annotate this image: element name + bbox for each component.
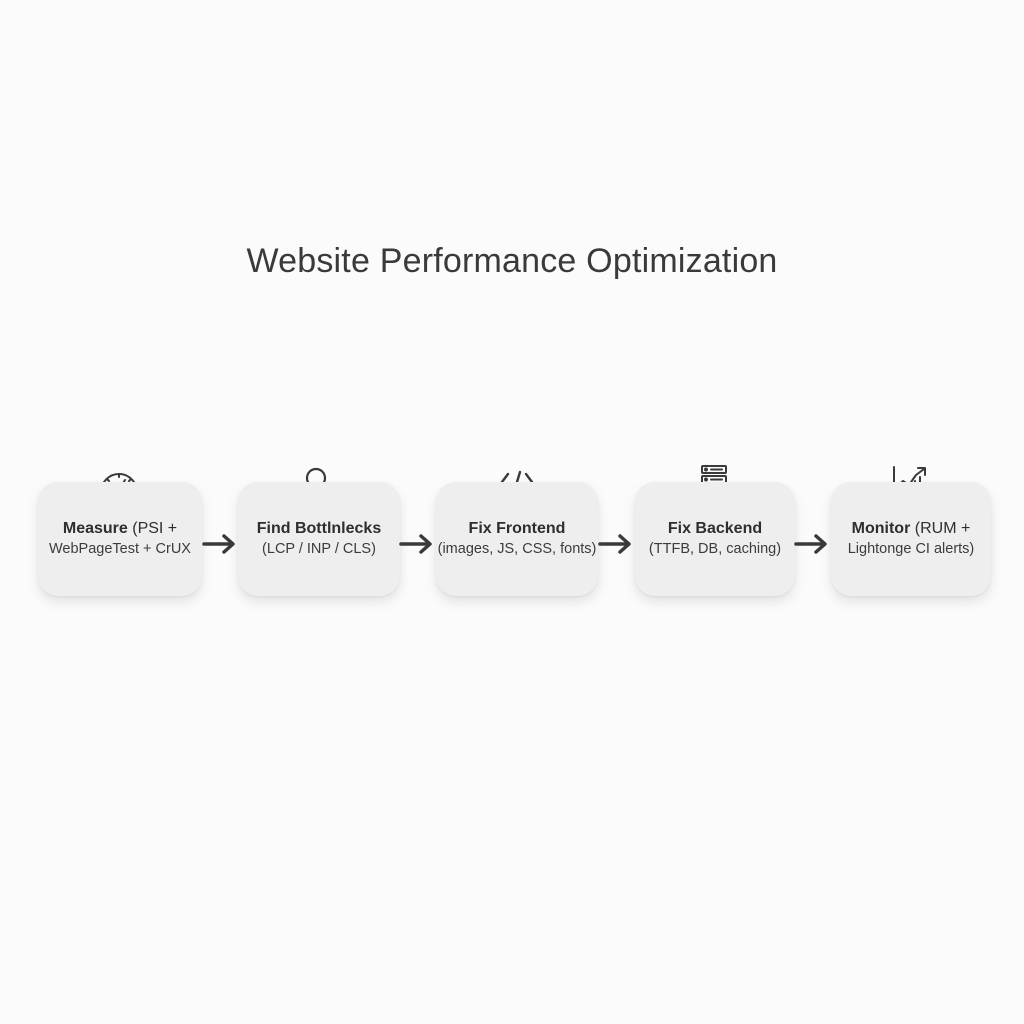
step-measure-name: Measure [62,520,128,537]
step-fix-backend-detail: (TTFB, DB, caching) [648,541,782,557]
diagram-title: Website Performance Optimization [246,242,778,280]
arrow-icon [399,534,432,554]
step-monitor: Monitor (RUM + Lightonge CI alerts) [831,482,991,596]
step-measure-label: Measure (PSI + [63,519,177,539]
step-find-bottlenecks-detail: (LCP / INP / CLS) [262,541,376,557]
step-find-bottlenecks-label: Find Bottlnlecks [257,519,381,539]
step-monitor-detail: Lightonge CI alerts) [847,541,975,557]
step-fix-backend-name: Fix Backend [667,520,763,537]
arrow-icon [794,534,827,554]
step-fix-frontend-name: Fix Frontend [468,520,566,537]
step-measure-detail-inline: (PSI + [132,520,178,537]
step-monitor-name: Monitor [851,520,911,537]
step-find-bottlenecks: Find Bottlnlecks (LCP / INP / CLS) [238,482,400,596]
arrow-icon [202,534,235,554]
arrow-icon [598,534,631,554]
step-fix-frontend-label: Fix Frontend [469,519,566,539]
step-fix-backend: Fix Backend (TTFB, DB, caching) [635,482,795,596]
step-measure: Measure (PSI + WebPageTest + CrUX [38,482,202,596]
step-fix-backend-label: Fix Backend [668,519,762,539]
step-fix-frontend-detail: (images, JS, CSS, fonts) [437,541,597,557]
step-monitor-detail-inline: (RUM + [914,520,971,537]
step-fix-frontend: Fix Frontend (images, JS, CSS, fonts) [436,482,598,596]
step-measure-detail: WebPageTest + CrUX [49,541,191,557]
step-monitor-label: Monitor (RUM + [852,519,971,539]
step-find-bottlenecks-name: Find Bottlnlecks [256,520,382,537]
